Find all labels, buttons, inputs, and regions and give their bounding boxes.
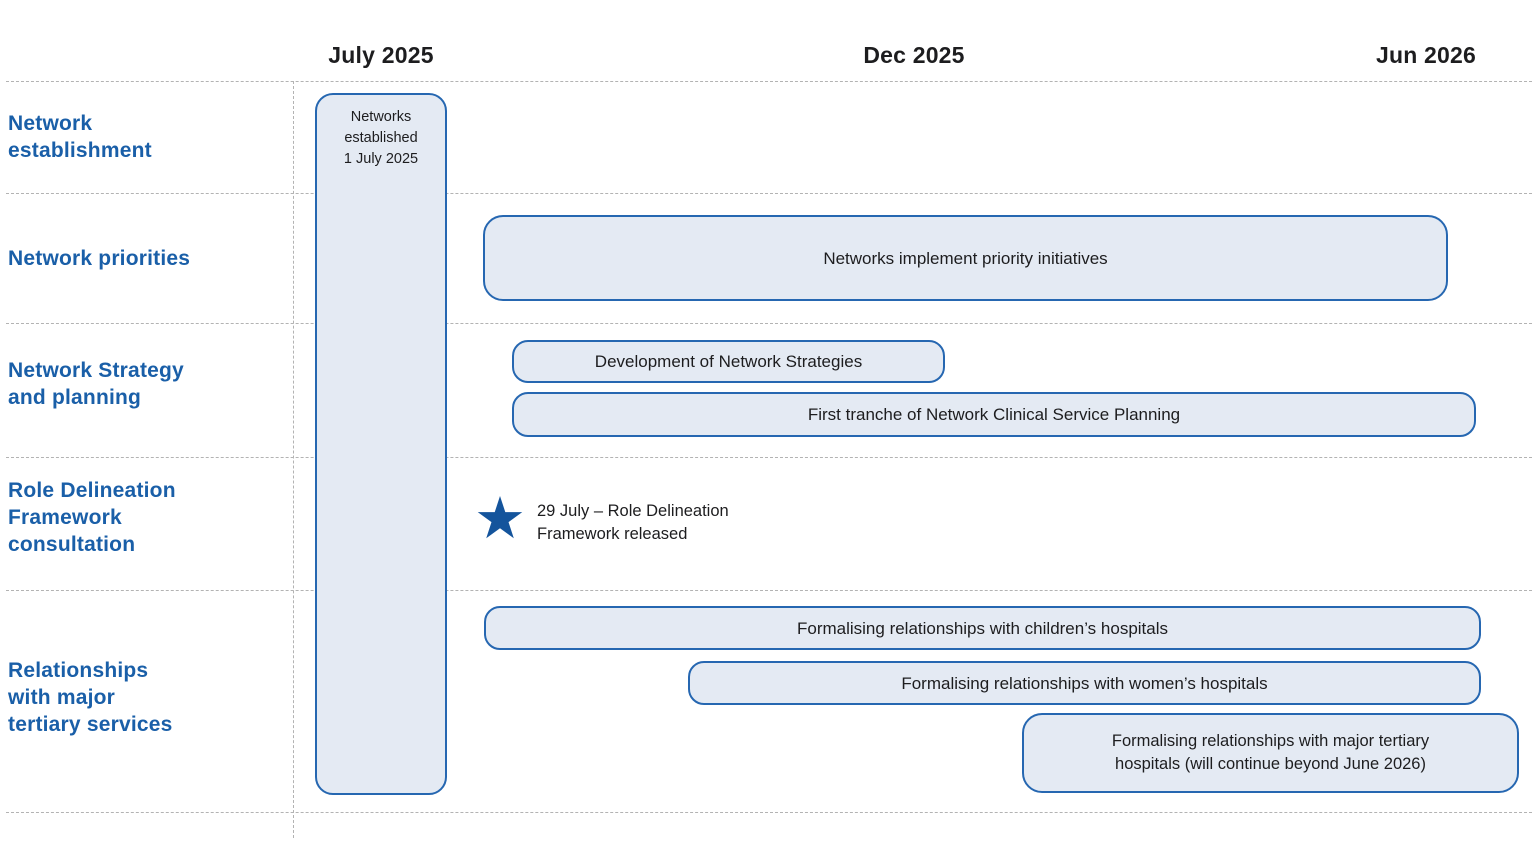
- row-label-role-delineation-consultation: Role Delineation Framework consultation: [8, 479, 176, 556]
- grid-hline-bottom: [6, 812, 1532, 813]
- milestone-column-networks-established: Networks established 1 July 2025: [315, 93, 447, 795]
- grid-hline-row2-row3: [6, 323, 1532, 324]
- bar-formalising-womens-hospitals: Formalising relationships with women’s h…: [688, 661, 1481, 705]
- row-label-network-establishment: Network establishment: [8, 112, 152, 162]
- milestone-column-label: Networks established 1 July 2025: [343, 109, 419, 167]
- star-milestone-label: 29 July – Role Delineation Framework rel…: [537, 502, 729, 543]
- row-label-network-strategy-planning: Network Strategy and planning: [8, 359, 184, 409]
- row-label-relationships-tertiary-services: Relationships with major tertiary servic…: [8, 659, 173, 736]
- grid-hline-row3-row4: [6, 457, 1532, 458]
- axis-label-july-2025: July 2025: [328, 42, 434, 68]
- bar-formalising-major-tertiary-hospitals: Formalising relationships with major ter…: [1022, 713, 1519, 793]
- axis-label-jun-2026: Jun 2026: [1375, 42, 1477, 68]
- bar-formalising-childrens-hospitals: Formalising relationships with children’…: [484, 606, 1481, 650]
- bar-development-of-network-strategies: Development of Network Strategies: [512, 340, 945, 383]
- grid-vline-july-2025: [293, 81, 294, 838]
- bar-first-tranche-clinical-service-planning: First tranche of Network Clinical Servic…: [512, 392, 1476, 437]
- grid-hline-header: [6, 81, 1532, 82]
- star-icon: ★: [474, 486, 526, 551]
- axis-label-dec-2025: Dec 2025: [863, 42, 965, 68]
- grid-hline-row1-row2: [6, 193, 1532, 194]
- row-label-network-priorities: Network priorities: [8, 247, 191, 270]
- grid-hline-row4-row5: [6, 590, 1532, 591]
- bar-networks-implement-priority-initiatives: Networks implement priority initiatives: [483, 215, 1448, 301]
